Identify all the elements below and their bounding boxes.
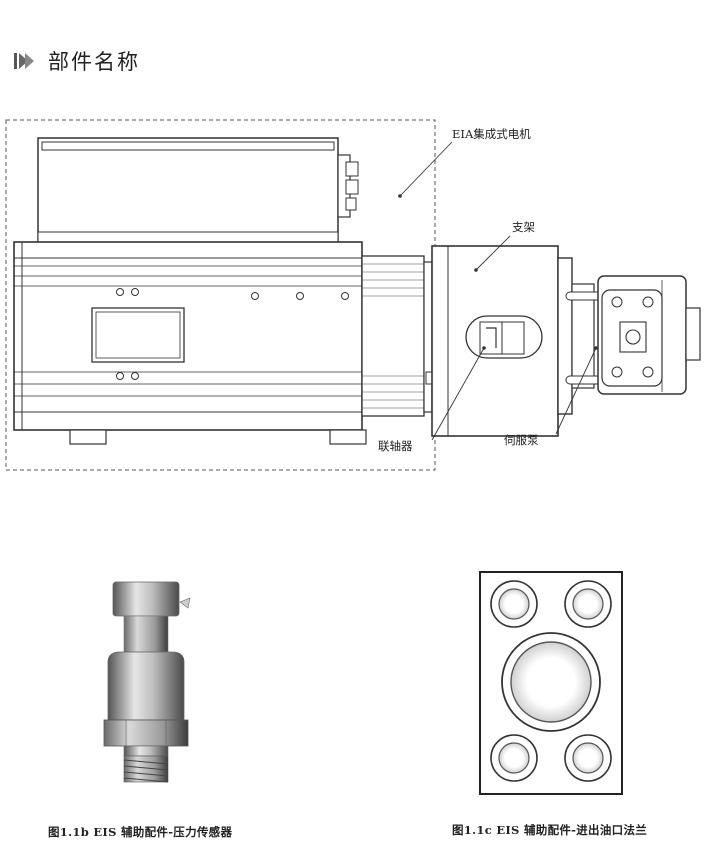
leader-pump bbox=[555, 347, 597, 435]
oil-port-flange-image bbox=[479, 571, 623, 795]
leader-motor-dot bbox=[398, 194, 402, 198]
leader-coupling-dot bbox=[482, 346, 486, 350]
servo-pump bbox=[557, 257, 701, 415]
section-header: 部件名称 bbox=[12, 46, 140, 76]
bracket bbox=[431, 245, 559, 437]
leader-motor bbox=[399, 141, 453, 197]
pressure-sensor-image bbox=[103, 581, 191, 783]
drive-box bbox=[37, 137, 359, 243]
label-coupling: 联轴器 bbox=[378, 439, 413, 453]
caption-oil-port-flange: 图1.1c EIS 辅助配件-进出油口法兰 bbox=[452, 823, 648, 837]
label-motor: EIA集成式电机 bbox=[452, 127, 531, 141]
double-play-arrow-icon bbox=[14, 53, 34, 69]
leader-bracket-dot bbox=[474, 268, 478, 272]
leader-coupling bbox=[431, 347, 485, 441]
leader-bracket bbox=[475, 235, 511, 271]
leader-pump-dot bbox=[594, 346, 598, 350]
section-title: 部件名称 bbox=[48, 50, 140, 74]
label-servo-pump: 伺服泵 bbox=[504, 433, 539, 447]
motor-flange bbox=[361, 255, 435, 417]
label-bracket: 支架 bbox=[512, 220, 535, 234]
caption-pressure-sensor: 图1.1b EIS 辅助配件-压力传感器 bbox=[48, 825, 233, 839]
motor-body bbox=[13, 241, 367, 445]
